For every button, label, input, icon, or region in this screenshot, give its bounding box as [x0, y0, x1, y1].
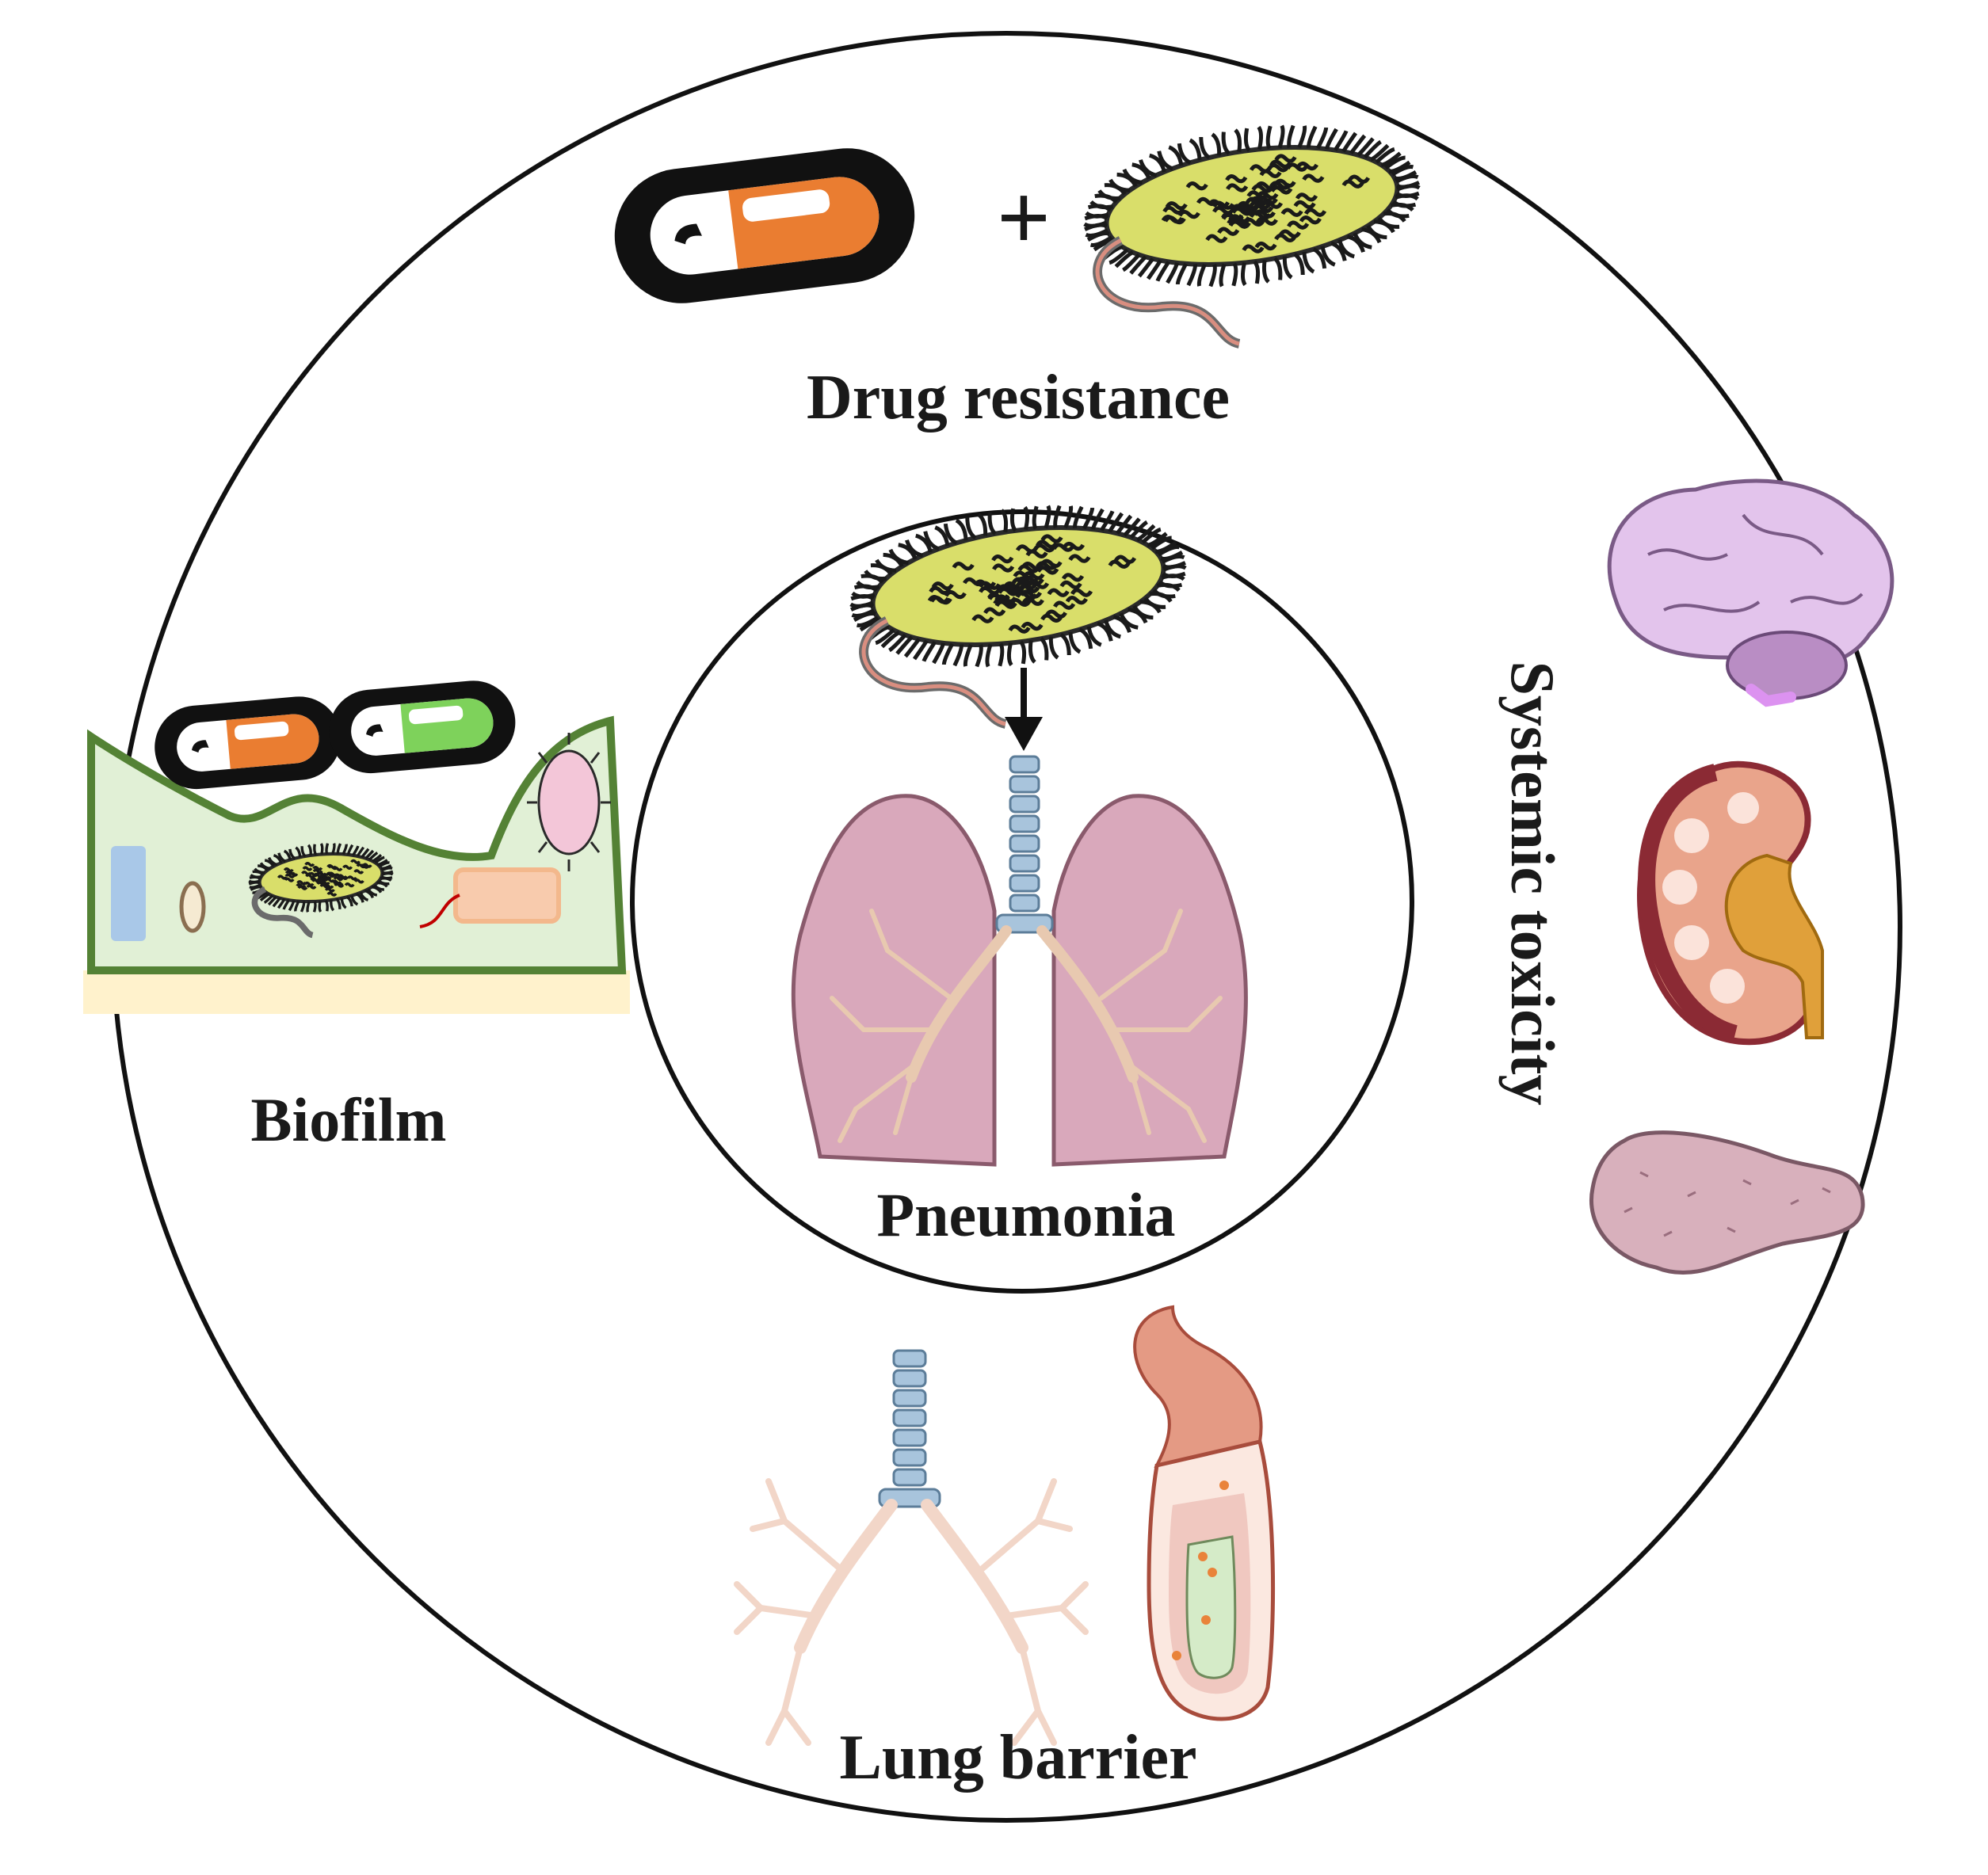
lungs-icon [793, 756, 1246, 1164]
lung-barrier-label: Lung barrier [839, 1723, 1196, 1793]
systemic-toxicity-label: Systemic toxicity [1498, 661, 1567, 1105]
blood-vessel-icon [1135, 1307, 1273, 1719]
down-arrow-icon [1005, 668, 1043, 751]
biofilm-capsule-green-icon [326, 677, 519, 777]
drug-resistance-label: Drug resistance [807, 363, 1230, 433]
plus-sign: + [997, 165, 1051, 270]
biofilm-label: Biofilm [251, 1085, 447, 1154]
brain-icon [1609, 481, 1892, 701]
bronchial-tree-icon [737, 1351, 1086, 1743]
kidney-icon [1640, 764, 1822, 1042]
drug-resistance-capsule-icon [607, 140, 922, 311]
biofilm-capsule-orange-icon [151, 693, 345, 793]
spiky-cell-icon [527, 733, 611, 871]
pneumonia-label: Pneumonia [876, 1180, 1175, 1249]
host-cell-shape [111, 846, 146, 941]
particle-shape [181, 883, 204, 931]
liver-icon [1591, 1133, 1863, 1273]
drug-resistance-bacterium-icon [1074, 105, 1437, 363]
eukaryotic-cell-shape [456, 870, 559, 921]
